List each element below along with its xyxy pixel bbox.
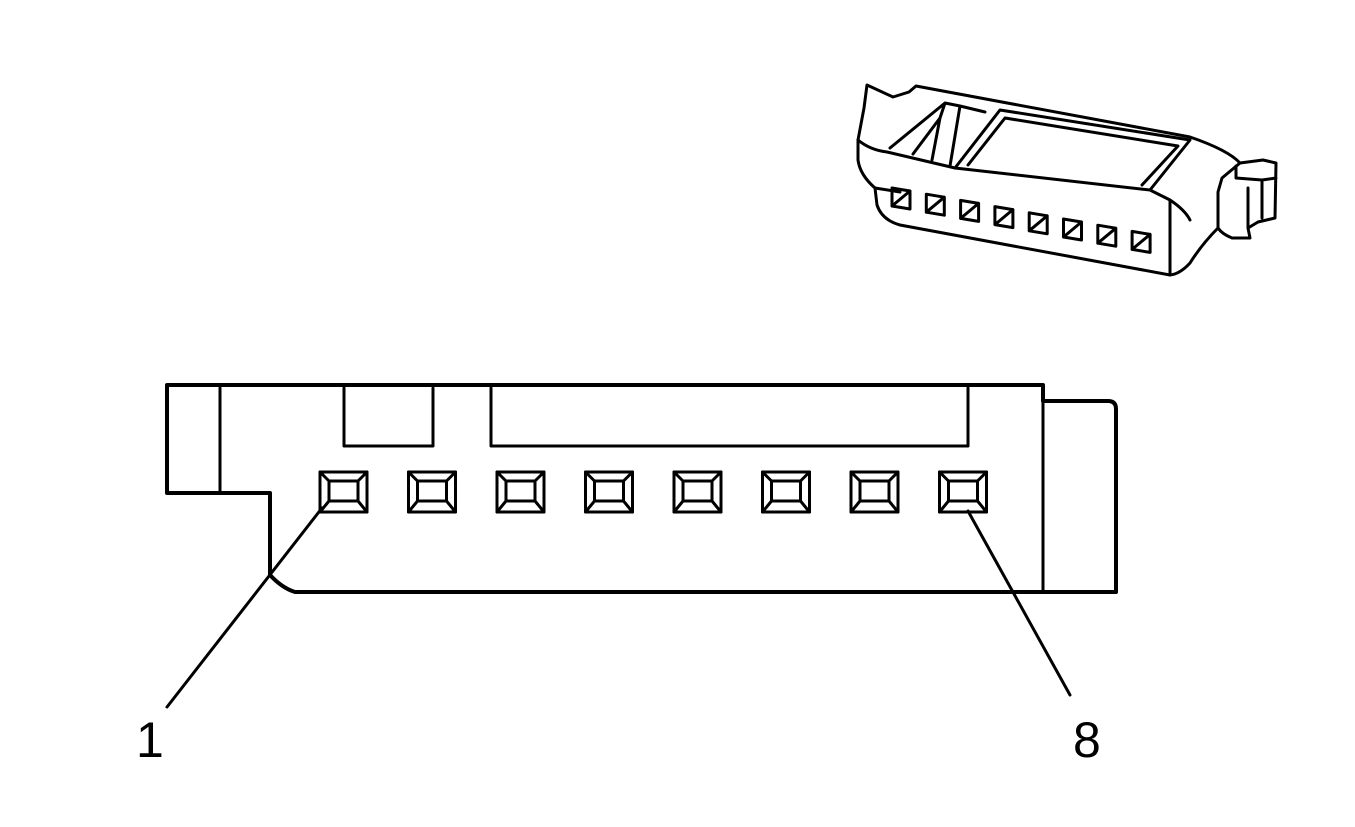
iso-cavity-7: [1096, 223, 1118, 248]
front-cavity-bevel: [761, 470, 811, 514]
front-cavity-inner: [593, 479, 625, 503]
front-cavity-outer: [495, 470, 546, 514]
front-cavity-outer: [938, 470, 988, 514]
front-cavity-inner: [504, 479, 537, 503]
front-cavity-inner: [681, 479, 714, 503]
iso-cavity-5: [1027, 211, 1049, 236]
front-cavity-outer: [318, 470, 369, 514]
front-latch-pocket: [342, 386, 435, 448]
front-cavity-5: [672, 470, 723, 514]
pin-label-first: 1: [136, 712, 164, 768]
front-cavity-outer: [407, 470, 457, 514]
front-cavity-outer: [584, 470, 634, 514]
front-cavity-8: [938, 470, 988, 514]
front-cavity-7: [849, 470, 900, 514]
iso-corner-edges: [873, 186, 1192, 277]
iso-top-recess: [953, 108, 1192, 192]
iso-cavity-1: [890, 186, 912, 211]
front-cavity-4: [584, 470, 634, 514]
front-cavity-row: [318, 470, 988, 514]
front-cavity-bevel: [495, 470, 546, 514]
front-cavity-bevel: [938, 470, 988, 514]
iso-cavity-row: [890, 186, 1152, 254]
iso-cavity-6: [1062, 217, 1083, 242]
connector-front-view: [165, 383, 1118, 594]
leader-line-pin-1: [165, 506, 324, 709]
iso-latch-slot: [888, 101, 987, 168]
front-body-outline: [165, 383, 1118, 594]
iso-cavity-2: [924, 192, 946, 217]
front-cavity-1: [318, 470, 369, 514]
front-cavity-6: [761, 470, 811, 514]
leader-lines: [165, 506, 1072, 709]
front-cavity-outer: [672, 470, 723, 514]
front-cavity-bevel: [318, 470, 369, 514]
iso-body-outline: [856, 83, 1242, 277]
front-cavity-inner: [947, 479, 979, 503]
iso-side-latch: [1216, 158, 1278, 240]
front-cavity-3: [495, 470, 546, 514]
pin-label-last: 8: [1073, 712, 1101, 768]
front-cavity-outer: [761, 470, 811, 514]
leader-line-pin-8: [966, 509, 1072, 697]
front-cavity-bevel: [672, 470, 723, 514]
front-cavity-outer: [849, 470, 900, 514]
front-cavity-inner: [858, 479, 891, 503]
front-cavity-inner: [770, 479, 802, 503]
iso-cavity-8: [1130, 229, 1152, 254]
iso-cavity-4: [993, 205, 1015, 230]
front-cavity-2: [407, 470, 457, 514]
front-cavity-inner: [327, 479, 360, 503]
front-cavity-bevel: [407, 470, 457, 514]
iso-cavity-3: [959, 198, 981, 223]
front-cavity-bevel: [849, 470, 900, 514]
front-cavity-inner: [416, 479, 448, 503]
iso-front-top-edge: [856, 138, 957, 170]
connector-isometric-view: [856, 83, 1278, 277]
front-cavity-bevel: [584, 470, 634, 514]
front-top-recess: [489, 386, 970, 448]
